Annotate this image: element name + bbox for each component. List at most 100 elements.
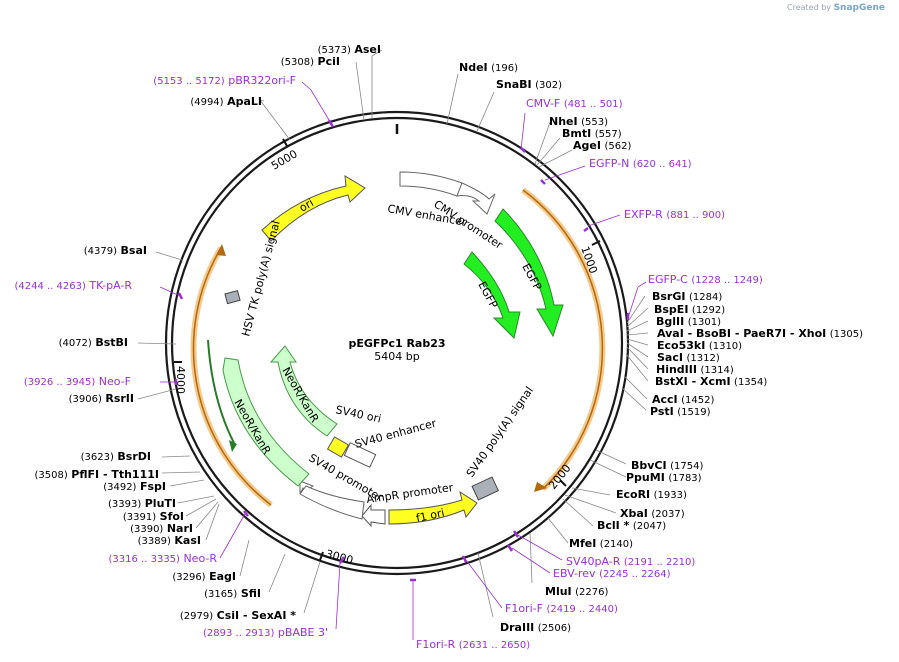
site-label: BspEI (1292) [654, 303, 725, 316]
site-position: (2140) [600, 539, 633, 550]
site-position: (3316 .. 3335) [109, 554, 181, 565]
sv40-polya-feature [471, 476, 500, 501]
site-position: (2979) [180, 611, 213, 622]
site-position: (302) [535, 80, 562, 91]
site-name: pBABE 3' [278, 626, 328, 639]
site-name: BglII [656, 315, 684, 328]
site-name: CsiI - SexAI * [217, 609, 297, 622]
site-label: (3165) SfiI [204, 587, 261, 600]
site-position: (1314) [700, 365, 733, 376]
site-label: (3926 .. 3945) Neo-F [24, 375, 131, 388]
site-label: DraIII (2506) [500, 621, 571, 634]
site-position: (2506) [538, 623, 571, 634]
site-position: (3393) [108, 499, 141, 510]
site-position: (3389) [138, 536, 171, 547]
site-name: EGFP-N [589, 157, 629, 170]
site-label: EcoRI (1933) [616, 488, 687, 501]
site-label: (3508) PflFI - Tth111I [35, 468, 159, 481]
site-label: (4072) BstBI [59, 336, 128, 349]
site-label: (3906) RsrII [69, 392, 134, 405]
site-position: (1519) [677, 407, 710, 418]
site-name: BsrDI [117, 450, 151, 463]
feature-label-f1-ori: f1 ori [415, 506, 446, 525]
site-name: SV40pA-R [566, 555, 621, 568]
site-position: (3926 .. 3945) [24, 377, 96, 388]
plasmid-size: 5404 bp [374, 350, 419, 363]
site-name: CMV-F [526, 97, 560, 110]
site-label: (3389) KasI [138, 534, 201, 547]
sv40-ori-feature [326, 436, 350, 458]
neor-kanr-feature-inner [269, 345, 338, 437]
site-label: Eco53kI (1310) [657, 339, 742, 352]
neo-primer-arrow [207, 339, 235, 444]
site-name: EBV-rev [553, 567, 596, 580]
site-name: Eco53kI [657, 339, 705, 352]
ampr-promoter-feature [361, 503, 386, 528]
site-position: (4244 .. 4263) [14, 281, 86, 292]
site-name: NdeI [459, 61, 488, 74]
site-name: RsrII [105, 392, 134, 405]
site-label: NdeI (196) [459, 61, 518, 74]
hsv-tk-polya-feature [224, 290, 241, 305]
site-name: BspEI [654, 303, 688, 316]
site-label: (2979) CsiI - SexAI * [180, 609, 296, 622]
site-position: (2245 .. 2264) [599, 569, 671, 580]
site-position: (3296) [172, 572, 205, 583]
site-label: (5373) AseI [318, 43, 381, 56]
site-position: (1783) [668, 473, 701, 484]
site-position: (1452) [681, 395, 714, 406]
site-label: AgeI (562) [573, 139, 631, 152]
site-position: (553) [581, 117, 608, 128]
site-name: MluI [545, 585, 572, 598]
site-name: ApaLI [227, 95, 262, 108]
site-label: NheI (553) [549, 115, 608, 128]
site-name: SnaBI [496, 78, 532, 91]
site-position: (2419 .. 2440) [546, 604, 618, 615]
highlight-arc-right-line [522, 189, 604, 490]
site-position: (562) [604, 141, 631, 152]
sv40-promoter-body [299, 485, 365, 520]
site-position: (3165) [204, 589, 237, 600]
site-position: (1301) [688, 317, 721, 328]
site-position: (3906) [69, 394, 102, 405]
site-name: BsaI [121, 244, 147, 257]
site-name: MfeI [569, 537, 596, 550]
site-position: (3508) [35, 470, 68, 481]
site-label: (3391) SfoI [123, 510, 184, 523]
site-name: PflFI - Tth111I [71, 468, 159, 481]
feature-label-sv40-ori: SV40 ori [334, 403, 382, 425]
site-position: (2893 .. 2913) [203, 628, 275, 639]
tick-4000: 4000 [174, 366, 187, 394]
site-position: (2631 .. 2650) [459, 640, 531, 651]
site-label: PstI (1519) [650, 405, 711, 418]
site-label: (3393) PluTI [108, 497, 176, 510]
site-name: AgeI [573, 139, 601, 152]
site-name: FspI [140, 480, 166, 493]
snapgene-credit: Created by SnapGene [787, 3, 885, 13]
site-labels: (5373) AseI(5308) PciI(5153 .. 5172) pBR… [14, 43, 863, 651]
site-label: AccI (1452) [652, 393, 715, 406]
site-position: (481 .. 501) [564, 99, 623, 110]
site-name: TK-pA-R [88, 279, 132, 292]
site-name: pBR322ori-F [228, 74, 296, 87]
site-position: (3390) [130, 524, 163, 535]
site-label: BmtI (557) [562, 127, 622, 140]
site-label: EXFP-R (881 .. 900) [624, 208, 725, 221]
site-label: (3492) FspI [103, 480, 166, 493]
site-position: (1312) [686, 353, 719, 364]
site-position: (1305) [830, 329, 863, 340]
highlight-arrow-left [216, 244, 226, 256]
site-label: (3623) BsrDI [81, 450, 151, 463]
site-name: PstI [650, 405, 674, 418]
site-name: SfoI [160, 510, 184, 523]
site-position: (4379) [84, 246, 117, 257]
site-position: (2276) [575, 587, 608, 598]
site-position: (1284) [689, 292, 722, 303]
site-name: AvaI - BsoBI - PaeR7I - XhoI [657, 327, 826, 340]
site-label: CMV-F (481 .. 501) [526, 97, 623, 110]
site-name: Neo-R [183, 552, 217, 565]
site-label: PpuMI (1783) [626, 471, 702, 484]
highlight-arrow-right [534, 482, 547, 492]
site-name: F1ori-R [416, 638, 456, 651]
site-name: BsrGI [652, 290, 685, 303]
